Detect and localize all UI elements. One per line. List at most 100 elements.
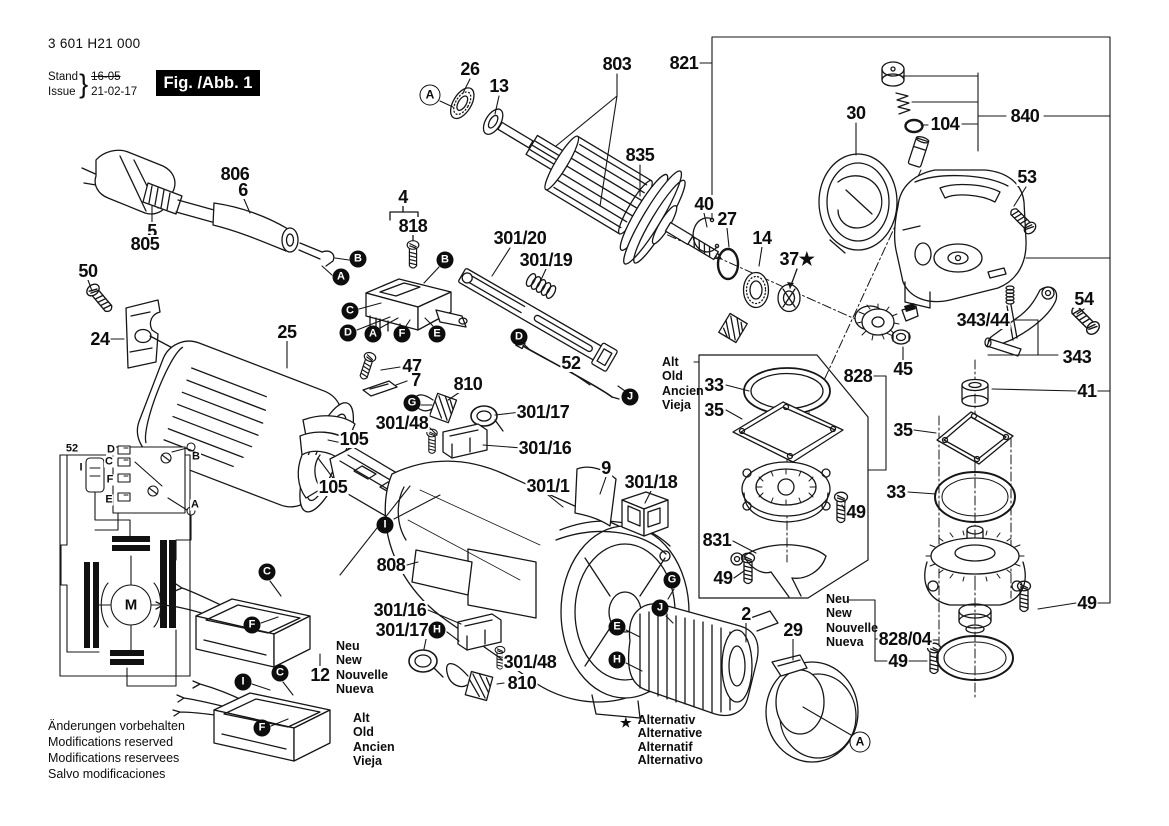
circle-label-B: B <box>436 251 454 269</box>
baffles-105 <box>297 415 356 499</box>
footnote-line: Änderungen vorbehalten <box>48 719 185 733</box>
part-label-53: 53 <box>1016 167 1038 187</box>
circle-label-I: I <box>376 516 394 534</box>
spring-301-19 <box>525 273 557 299</box>
part-label-104: 104 <box>929 114 961 134</box>
wiring-letter-F: F <box>105 473 115 486</box>
wiring-letter-52: 52 <box>64 442 80 455</box>
part-label-808: 808 <box>375 555 407 575</box>
stator-2 <box>627 603 779 717</box>
footnote-line: Modifications reservees <box>48 751 180 765</box>
version-line: Old <box>662 369 683 384</box>
spindle-lock-840 <box>881 61 930 168</box>
part-label-818: 818 <box>397 216 429 236</box>
version-line: New <box>826 606 852 621</box>
version-line: Neu <box>826 592 850 606</box>
part-label-301-18: 301/18 <box>623 472 679 492</box>
part-label-840: 840 <box>1009 106 1041 126</box>
cover-30 <box>818 153 898 254</box>
part-label-821: 821 <box>668 53 700 73</box>
part-label-805: 805 <box>129 234 161 254</box>
sleeve-41 <box>961 378 989 408</box>
part-label-5: 5 <box>146 221 158 241</box>
part-label-835: 835 <box>624 145 656 165</box>
star-icon: ★ <box>620 715 632 730</box>
circle-label-H: H <box>428 621 446 639</box>
figure-label: Fig. /Abb. 1 <box>156 70 260 96</box>
circle-label-D: D <box>339 324 357 342</box>
screw-50 <box>83 281 117 316</box>
part-label-50: 50 <box>77 261 99 281</box>
circle-label-J: J <box>651 599 669 617</box>
part-label-831: 831 <box>701 530 733 550</box>
part-label-13: 13 <box>488 76 510 96</box>
part-label-45: 45 <box>892 359 914 379</box>
version-line: New <box>336 653 362 668</box>
wiring-letter-E: E <box>104 493 114 506</box>
part-label-14: 14 <box>751 228 773 248</box>
version-line: Alt <box>353 711 370 725</box>
part-label-301-17: 301/17 <box>374 620 430 640</box>
circle-label-B: B <box>349 250 367 268</box>
part-label-26: 26 <box>459 59 481 79</box>
legend-line: Alternativo <box>637 753 703 768</box>
circle-label-A: A <box>419 84 441 106</box>
screw-47 <box>356 350 378 382</box>
part-label-7: 7 <box>410 370 422 390</box>
retainer-37 <box>777 283 801 313</box>
baffle-29 <box>765 654 859 763</box>
circle-label-J: J <box>621 388 639 406</box>
part-label-343-44: 343/44 <box>955 310 1011 330</box>
part-label-49: 49 <box>712 568 734 588</box>
version-line: Vieja <box>662 398 691 413</box>
circle-label-A: A <box>364 325 382 343</box>
circle-label-G: G <box>403 394 421 412</box>
version-line: Old <box>353 725 374 740</box>
part-label-33: 33 <box>885 482 907 502</box>
issue-date: 21-02-17 <box>91 85 138 98</box>
part-label-803: 803 <box>601 54 633 74</box>
circle-label-C: C <box>341 302 359 320</box>
part-label-24: 24 <box>89 329 111 349</box>
bearing-14 <box>742 271 770 309</box>
part-label-301-48: 301/48 <box>374 413 430 433</box>
part-label-35: 35 <box>703 400 725 420</box>
gear-housing <box>893 169 1027 309</box>
plate-7 <box>362 380 398 397</box>
part-label-33: 33 <box>703 375 725 395</box>
part-label-343: 343 <box>1061 347 1093 367</box>
footnote-line: Salvo modificaciones <box>48 767 166 781</box>
wiring-letter-M: M <box>124 596 138 614</box>
alt-box <box>698 354 869 599</box>
part-label-54: 54 <box>1073 289 1095 309</box>
circle-label-I: I <box>234 673 252 691</box>
circle-label-G: G <box>663 571 681 589</box>
part-label-29: 29 <box>782 620 804 640</box>
stand-label: Stand <box>48 70 79 83</box>
circle-label-H: H <box>608 651 626 669</box>
part-label-6: 6 <box>237 180 249 200</box>
o-ring-27 <box>716 247 740 281</box>
wiring-letter-B: B <box>191 450 201 463</box>
part-label-301-19: 301/19 <box>518 250 574 270</box>
screw-818 <box>406 240 420 269</box>
version-line: Nouvelle <box>826 620 879 635</box>
power-cord <box>81 149 335 267</box>
pinion-45 <box>854 303 919 345</box>
part-label-30: 30 <box>845 103 867 123</box>
version-line: Nouvelle <box>336 667 389 682</box>
version-line: Nueva <box>826 635 864 650</box>
part-label-828: 828 <box>842 366 874 386</box>
wiring-letter-C: C <box>104 455 114 468</box>
wiring-letter-D: D <box>106 443 116 456</box>
brace: } <box>79 69 89 99</box>
part-label-52: 52 <box>560 353 582 373</box>
slider-301-20 <box>458 268 618 372</box>
part-label-810: 810 <box>506 673 538 693</box>
part-label-47: 47 <box>401 356 423 376</box>
